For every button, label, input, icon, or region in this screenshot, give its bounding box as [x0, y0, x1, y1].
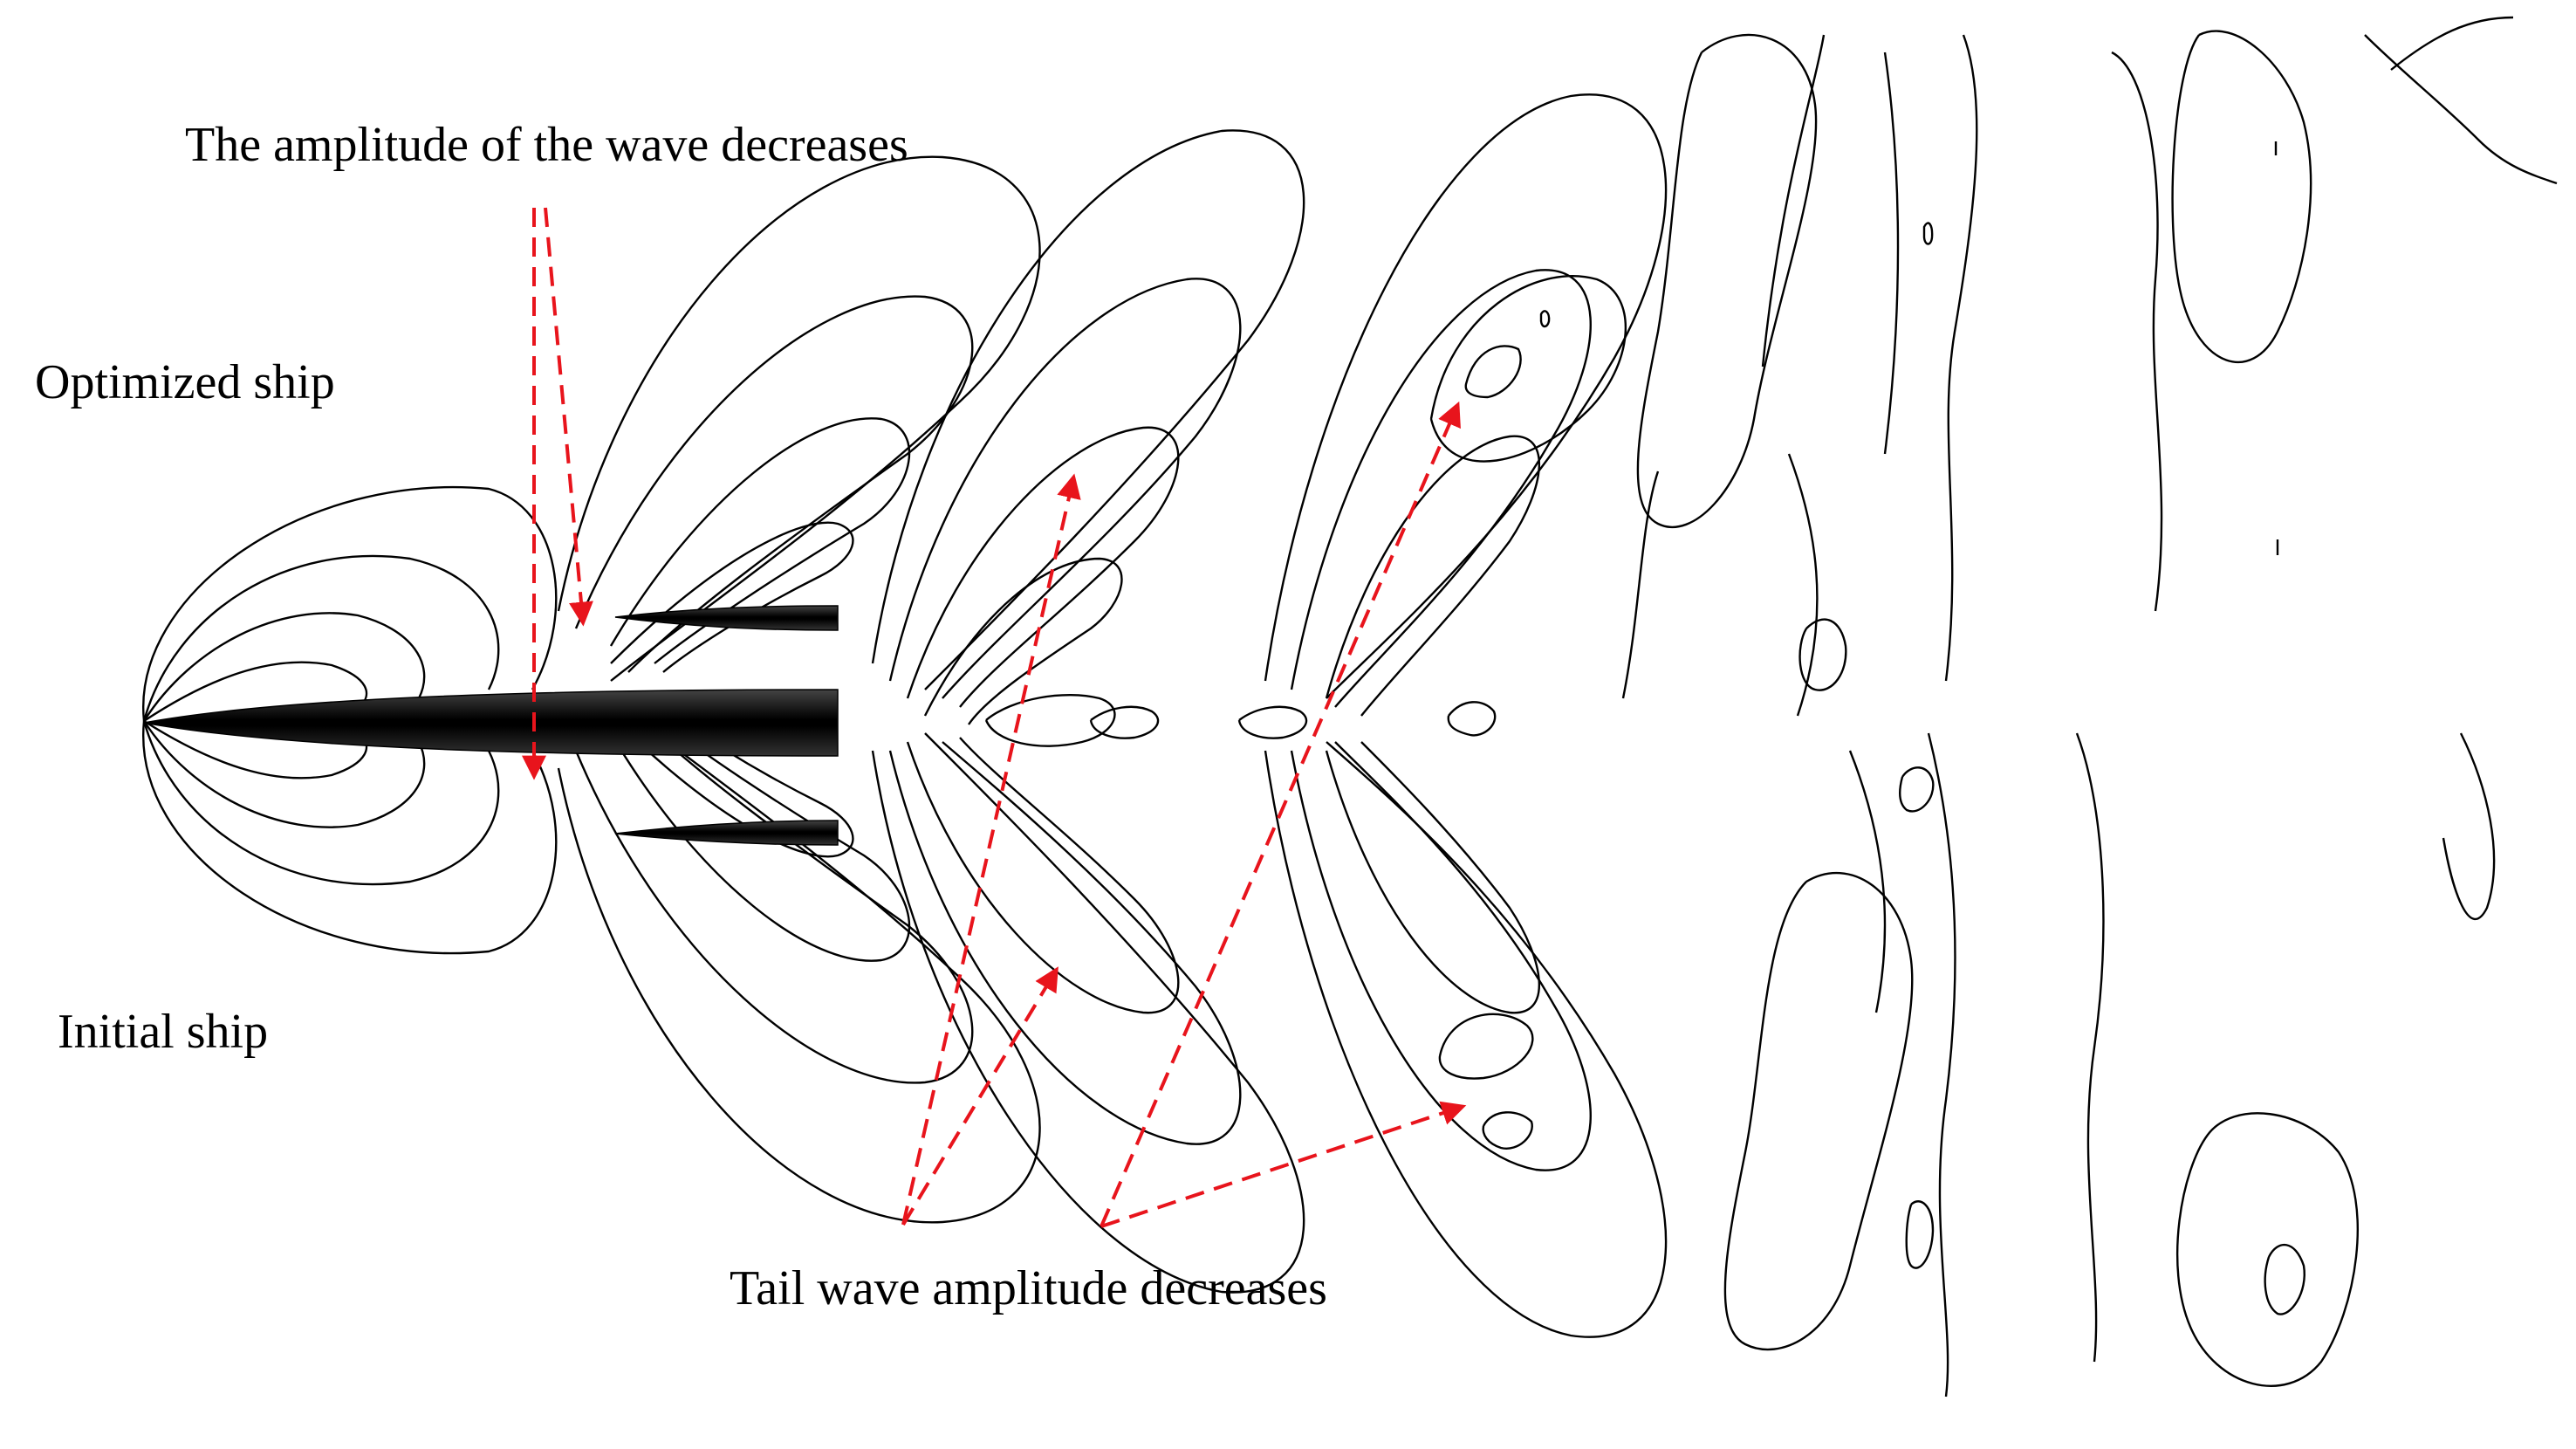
- optimized-ship-label: Optimized ship: [35, 355, 335, 409]
- arrow-wave-upper: [544, 207, 593, 627]
- wave-amplitude-annotation: The amplitude of the wave decreases: [185, 118, 908, 172]
- bow-wave-contours: [142, 485, 558, 955]
- lower-side-hull: [614, 820, 839, 846]
- tail-wave-annotation: Tail wave amplitude decreases: [730, 1261, 1327, 1315]
- arrow-tail-right-up: [1100, 401, 1461, 1227]
- ship-hulls: [143, 605, 839, 846]
- annotation-arrows: [522, 207, 1467, 1228]
- arrow-tail-left-down: [901, 966, 1058, 1226]
- main-hull: [143, 689, 839, 757]
- initial-ship-label: Initial ship: [58, 1005, 269, 1059]
- arrow-tail-left-up: [901, 473, 1081, 1226]
- arrow-tail-right-down: [1100, 1101, 1467, 1228]
- upper-side-hull: [614, 605, 839, 631]
- far-field-contours: [1429, 16, 2558, 1397]
